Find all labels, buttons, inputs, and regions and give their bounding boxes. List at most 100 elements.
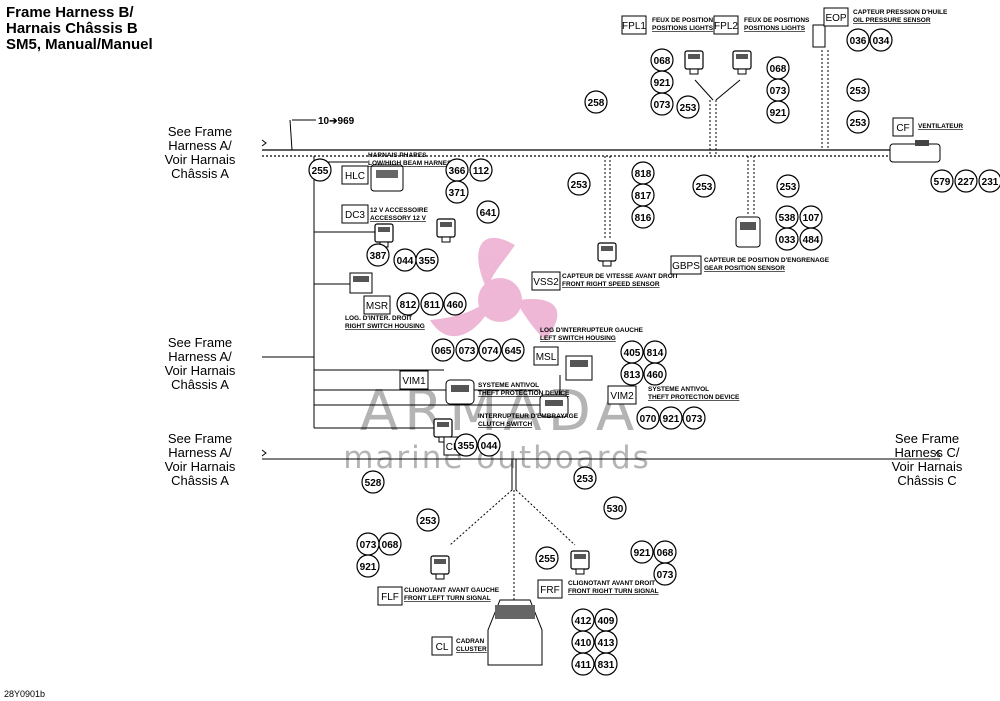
wire-callout: 253 — [567, 172, 591, 196]
connector-code-box — [823, 7, 849, 27]
connector-description: FEUX DE POSITIONS — [744, 17, 810, 24]
connector-description: ACCESSORY 12 V — [370, 215, 427, 222]
callout-circle — [846, 110, 870, 134]
callout-circle — [630, 540, 654, 564]
connector-code: MSR — [366, 301, 388, 312]
callout-number: 405 — [624, 348, 641, 359]
callout-number: 579 — [934, 177, 951, 188]
wire-callout: 253 — [846, 78, 870, 102]
callout-number: 409 — [598, 616, 615, 627]
callout-number: 253 — [420, 516, 437, 527]
connector-description: 12 V ACCESSOIRE — [370, 207, 429, 214]
connector-code: CF — [896, 123, 909, 134]
callout-circle — [978, 169, 1000, 193]
callout-number: 044 — [397, 256, 414, 267]
wire-callout: 371 — [445, 180, 469, 204]
callout-number: 065 — [435, 346, 452, 357]
callout-circle — [573, 466, 597, 490]
main-trunk-line — [261, 139, 890, 157]
callout-circle — [930, 169, 954, 193]
connector-description: CADRAN — [456, 638, 484, 645]
callout-number: 530 — [607, 504, 624, 515]
connector-code: VIM1 — [402, 376, 426, 387]
callout-number: 036 — [850, 36, 867, 47]
wire-callout: 068 — [653, 540, 677, 564]
callout-number: 253 — [577, 474, 594, 485]
wire-callout: 253 — [676, 95, 700, 119]
callout-number: 460 — [647, 370, 664, 381]
callout-circle — [416, 508, 440, 532]
callout-number: 811 — [424, 300, 441, 311]
reference-harness-c: See Frame Harness C/ Voir Harnais Châssi… — [891, 431, 963, 488]
wire-callout: 044 — [477, 433, 501, 457]
callout-number: 411 — [575, 660, 592, 671]
callout-circle — [775, 227, 799, 251]
wire-callout: 412 — [571, 608, 595, 632]
wire-callout: 068 — [766, 56, 790, 80]
connector-description: CLUTCH SWITCH — [478, 421, 532, 428]
callout-number: 073 — [654, 100, 671, 111]
connector-description: FRONT RIGHT TURN SIGNAL — [568, 588, 659, 595]
callout-number: 812 — [400, 300, 417, 311]
callout-number: 253 — [850, 118, 867, 129]
callout-circle — [776, 174, 800, 198]
connector-cf: CF VENTILATEUR — [892, 117, 963, 137]
callout-circle — [308, 158, 332, 182]
callout-number: 371 — [449, 188, 466, 199]
wire-callout: 253 — [692, 174, 716, 198]
callout-circle — [396, 292, 420, 316]
wire-callout: 255 — [535, 546, 559, 570]
callout-number: 921 — [770, 108, 787, 119]
reference-harness-a-top: See Frame Harness A/ Voir Harnais Châssi… — [164, 124, 236, 181]
wire-callout: 921 — [356, 554, 380, 578]
connector-cf-glyph — [889, 140, 941, 163]
callout-number: 068 — [654, 56, 671, 67]
connector-description: FRONT RIGHT SPEED SENSOR — [562, 281, 660, 288]
callout-circle — [650, 92, 674, 116]
callout-circle — [659, 406, 683, 430]
connector-code: DC3 — [345, 210, 365, 221]
callout-number: 814 — [647, 348, 664, 359]
connector-msr-glyph — [349, 272, 373, 294]
callout-circle — [620, 362, 644, 386]
wire-callout: 068 — [650, 48, 674, 72]
callout-number: 921 — [654, 78, 671, 89]
connector-code-box — [341, 204, 369, 224]
callout-circle — [846, 28, 870, 52]
callout-number: 253 — [680, 103, 697, 114]
connector-description: LOG D'INTERRUPTEUR GAUCHE — [540, 327, 644, 334]
connector-description: THEFT PROTECTION DEVICE — [478, 390, 570, 397]
connector-description: SYSTEME ANTIVOL — [648, 386, 709, 393]
connector-vss2-glyph — [597, 242, 617, 267]
wire-callout: 816 — [631, 205, 655, 229]
callout-circle — [692, 174, 716, 198]
wire-callout: 641 — [476, 200, 500, 224]
wire-callout: 253 — [416, 508, 440, 532]
wire-callout: 921 — [766, 100, 790, 124]
connector-description: CLIGNOTANT AVANT DROIT — [568, 580, 655, 587]
callout-circle — [361, 470, 385, 494]
callout-circle — [478, 338, 502, 362]
callout-number: 366 — [449, 166, 466, 177]
callout-circle — [420, 292, 444, 316]
callout-number: 412 — [575, 616, 592, 627]
connector-code-box — [607, 385, 637, 405]
callout-number: 253 — [571, 180, 588, 191]
callout-circle — [501, 338, 525, 362]
callout-circle — [476, 200, 500, 224]
callout-number: 231 — [982, 177, 999, 188]
connector-description: LEFT SWITCH HOUSING — [540, 335, 616, 342]
connector-description: LOG. D'INTER. DROIT — [345, 315, 412, 322]
wire-callout: 253 — [776, 174, 800, 198]
callout-number: 921 — [634, 548, 651, 559]
connector-description: POSITIONS LIGHTS — [744, 25, 806, 32]
callout-number: 255 — [312, 166, 329, 177]
callout-circle — [356, 554, 380, 578]
connector-code-box — [531, 271, 561, 291]
connector-code: FPL2 — [714, 21, 738, 32]
connector-description: VENTILATEUR — [918, 123, 963, 130]
connector-code-box — [892, 117, 914, 137]
wire-callout: 366 — [445, 158, 469, 182]
